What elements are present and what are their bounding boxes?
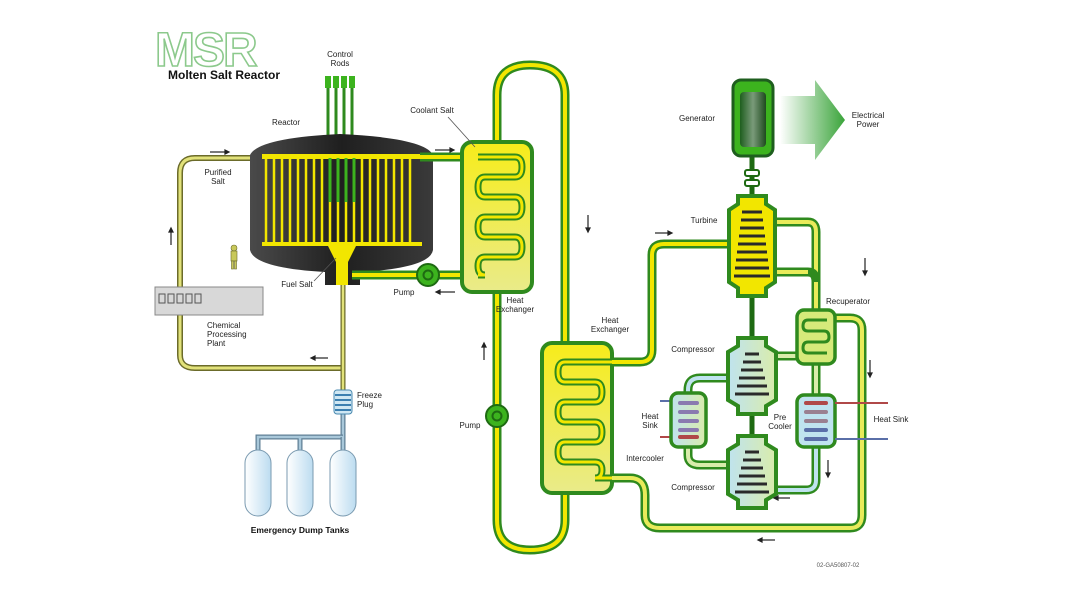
label-electrical-1: Electrical	[852, 111, 885, 120]
label-coolant-salt: Coolant Salt	[410, 106, 454, 115]
power-cycle-pipes	[612, 217, 867, 533]
label-reactor: Reactor	[272, 118, 300, 127]
dump-tank-manifold	[255, 434, 346, 450]
label-control-rods-1: Control	[327, 50, 353, 59]
label-heat-exchanger-2b: Exchanger	[591, 325, 630, 334]
flow-arrows	[168, 147, 873, 543]
label-dump-tanks: Emergency Dump Tanks	[251, 525, 350, 535]
label-purified-salt-1: Purified	[204, 168, 231, 177]
chemical-processing-plant	[154, 286, 264, 316]
dump-tank	[286, 449, 314, 517]
control-rods	[325, 76, 355, 135]
turbine	[727, 194, 777, 298]
label-chemical-2: Processing	[207, 330, 247, 339]
labels: Control Rods Reactor Coolant Salt Purifi…	[204, 50, 909, 569]
compressor-top	[726, 336, 778, 416]
electrical-power-arrow	[780, 80, 845, 160]
title-subtitle: Molten Salt Reactor	[168, 68, 280, 82]
label-heat-exchanger-2a: Heat	[602, 316, 620, 325]
label-pre-cooler-1: Pre	[774, 413, 787, 422]
label-heat-exchanger-1b: Exchanger	[496, 305, 535, 314]
label-pre-cooler-2: Cooler	[768, 422, 792, 431]
title-acronym: MSR	[155, 24, 257, 77]
intercooler	[660, 391, 708, 449]
label-chemical-3: Plant	[207, 339, 226, 348]
pre-cooler	[795, 393, 888, 449]
label-fuel-salt: Fuel Salt	[281, 280, 313, 289]
purified-salt-pipe	[177, 155, 343, 371]
heat-exchanger-2	[540, 341, 614, 495]
primary-pump	[416, 263, 440, 287]
label-turbine: Turbine	[691, 216, 718, 225]
label-freeze-plug-1: Freeze	[357, 391, 382, 400]
emergency-dump-tanks	[244, 449, 357, 517]
dump-tank	[244, 449, 272, 517]
label-pump-primary: Pump	[394, 288, 415, 297]
label-freeze-plug-2: Plug	[357, 400, 373, 409]
freeze-plug	[333, 389, 353, 415]
label-pump-secondary: Pump	[460, 421, 481, 430]
label-chemical-1: Chemical	[207, 321, 241, 330]
label-heat-sink-left-2: Sink	[642, 421, 659, 430]
label-compressor-top: Compressor	[671, 345, 715, 354]
heat-exchanger-1	[460, 140, 534, 294]
label-control-rods-2: Rods	[331, 59, 350, 68]
label-heat-exchanger-1a: Heat	[507, 296, 525, 305]
title-block: MSR Molten Salt Reactor	[154, 23, 280, 82]
compressor-bottom	[726, 434, 778, 510]
label-intercooler: Intercooler	[626, 454, 664, 463]
label-generator: Generator	[679, 114, 715, 123]
person-figure	[230, 244, 238, 270]
recuperator	[795, 308, 837, 366]
figure-code: 02-GA50807-02	[817, 563, 860, 569]
secondary-pump	[485, 404, 509, 428]
fuel-channels	[264, 158, 412, 243]
label-heat-sink-left-1: Heat	[642, 412, 660, 421]
reactor-vessel	[250, 134, 433, 285]
label-compressor-bottom: Compressor	[671, 483, 715, 492]
generator	[731, 78, 775, 187]
label-recuperator: Recuperator	[826, 297, 870, 306]
label-electrical-2: Power	[857, 120, 880, 129]
label-purified-salt-2: Salt	[211, 177, 226, 186]
label-heat-sink-right: Heat Sink	[874, 415, 910, 424]
dump-tank	[329, 449, 357, 517]
coolant-loop	[492, 60, 570, 555]
